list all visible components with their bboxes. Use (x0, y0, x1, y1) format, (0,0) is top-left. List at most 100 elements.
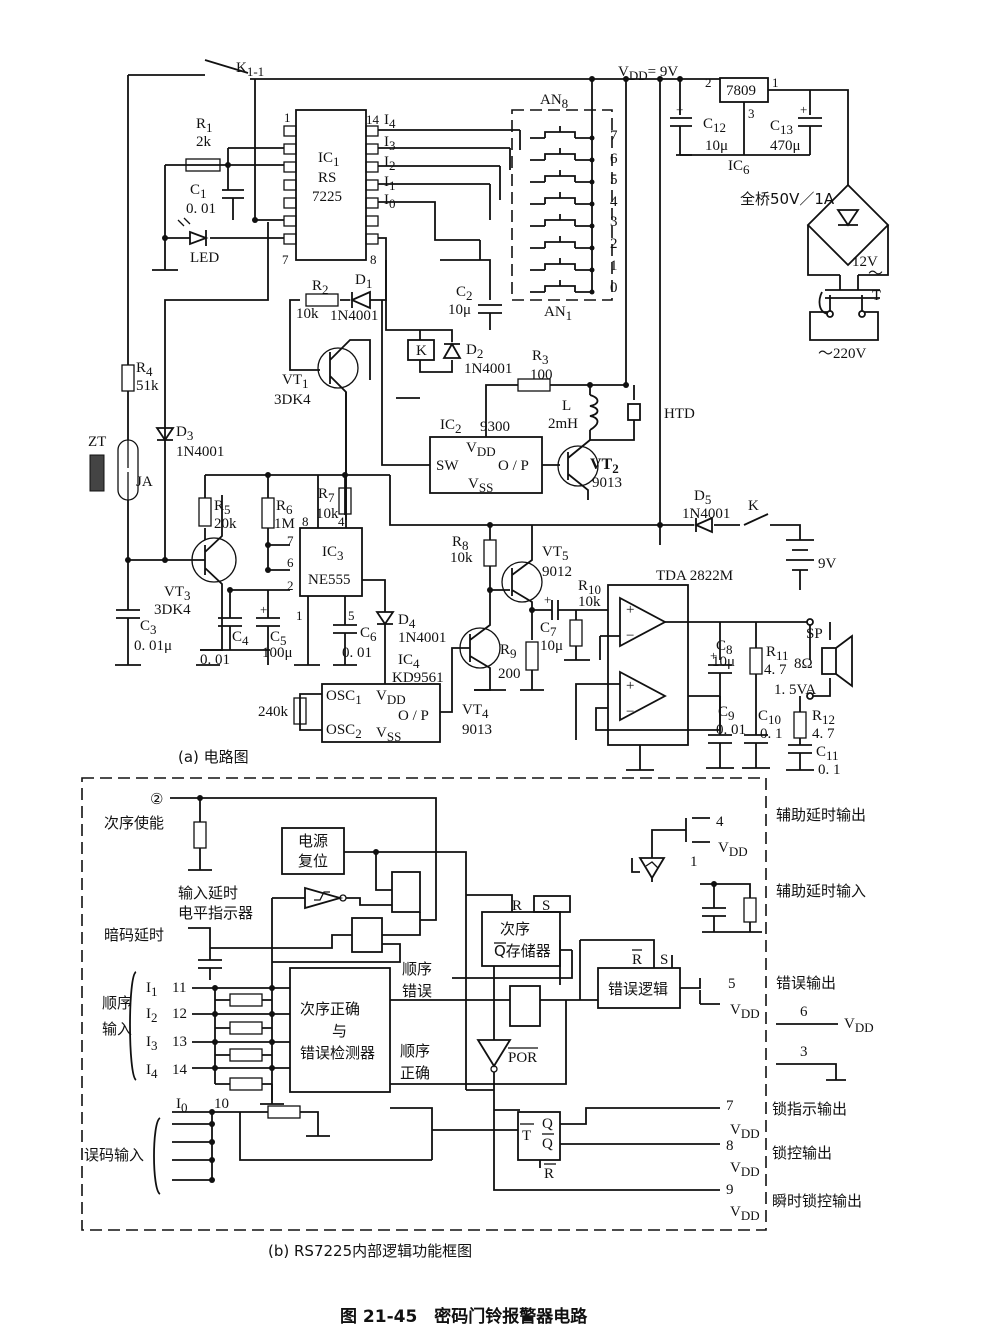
seq-ok-line1: 顺序 (400, 1042, 430, 1060)
ic4-vdd: VDD (376, 688, 406, 707)
aux-out-wires (692, 817, 710, 843)
vdd-5: VDD (730, 1002, 760, 1021)
d5-label: D5 (694, 488, 711, 507)
ic3-output-wires (307, 579, 386, 665)
r6-label: R6 (276, 498, 293, 517)
seq-input-line2: 输入 (102, 1020, 132, 1038)
d1-value: 1N4001 (330, 308, 378, 324)
r4-label: R4 (136, 360, 153, 379)
r7-value: 10k (316, 506, 339, 522)
keypad-dashed-box (511, 109, 613, 301)
ic4-osc1: OSC1 (326, 688, 362, 707)
mem-s-label: S (542, 898, 550, 914)
seq-input-wires (192, 987, 290, 1105)
c3-label: C3 (140, 618, 157, 637)
pin8: 8 (726, 1138, 734, 1154)
lock-indicator-label: 锁指示输出 (772, 1100, 847, 1118)
ac12-label: 12V (852, 254, 878, 270)
detector-line2: 与 (332, 1022, 347, 1040)
detector-output-wires (390, 999, 567, 1160)
c9-c10-c11-wires (708, 696, 812, 770)
c11-label: C11 (816, 744, 839, 763)
pin9: 9 (726, 1182, 734, 1198)
svg-text:+: + (800, 102, 807, 117)
ic2-sw: SW (436, 458, 459, 474)
mem-line1: 次序 (500, 920, 530, 938)
speaker-label: SP (806, 626, 823, 642)
panel-a-caption: (a) 电路图 (178, 748, 249, 766)
error-latch (509, 985, 541, 1027)
battery-9v (786, 539, 814, 590)
seq-error-line2: 错误 (402, 982, 432, 1000)
ic3-value: NE555 (308, 572, 351, 588)
vt4-leads (469, 590, 533, 691)
ff-q-label: Q (542, 1116, 553, 1132)
seq-ok-line2: 正确 (400, 1064, 430, 1082)
por-label: POR (508, 1050, 537, 1066)
vt4-transistor (459, 627, 501, 669)
ic3-pin5: 5 (348, 608, 355, 623)
latch-1 (391, 871, 421, 913)
error-output-label: 错误输出 (776, 974, 836, 992)
ic6-pin2: 2 (705, 75, 712, 90)
d1-diode (349, 290, 371, 310)
vt1-leads (329, 339, 371, 520)
r5-resistor (198, 497, 212, 527)
relay-k (407, 339, 435, 361)
c7-label: C7 (540, 620, 557, 639)
reset-wires (344, 851, 467, 1090)
panel-a-schematic: K1-1 VDD= 9V 7809 2 1 3 IC6 + C12 10μ + … (88, 59, 890, 778)
aux-in-label: 辅助延时输入 (776, 882, 866, 900)
c8-value: 10μ (712, 654, 735, 670)
por-buffer (476, 1039, 512, 1068)
ic1-in-i4: I4 (384, 112, 396, 131)
aux-wires (631, 818, 687, 882)
ic3-pin6: 6 (287, 555, 294, 570)
keypad-key (530, 126, 592, 139)
vt3-label: VT3 (164, 584, 191, 603)
ic1-pin14: 14 (366, 112, 380, 127)
c7-wires (540, 600, 620, 660)
r10-value: 10k (578, 594, 601, 610)
vt3-transistor (191, 537, 237, 583)
in-i2: I2 (146, 1006, 158, 1025)
svg-text:2: 2 (610, 236, 618, 252)
htd-label: HTD (664, 406, 695, 422)
code-delay-label: 暗码延时 (104, 926, 164, 944)
tda-amp-1 (619, 596, 667, 648)
svg-text:1: 1 (610, 258, 618, 274)
c6-value: 0. 01 (342, 645, 372, 661)
wrong-input-wires (172, 1111, 432, 1181)
mem-s-tab (533, 895, 571, 913)
mem-r-label: R (512, 898, 522, 914)
ic4-kd9561 (321, 683, 441, 743)
wrong-input-brace (153, 1117, 161, 1195)
ic1-left-wires (164, 79, 284, 560)
c4-label: C4 (232, 629, 249, 648)
speaker-value: 8Ω (794, 656, 813, 672)
aux-resistor (743, 897, 757, 923)
c13-label: C13 (770, 118, 793, 137)
c11-value: 0. 1 (818, 762, 841, 778)
speaker-power: 1. 5VA (774, 682, 816, 698)
enable-wires (170, 797, 437, 921)
bridge-rectifier (806, 183, 890, 267)
bridge-label: 全桥50V／1A (740, 190, 835, 208)
ic3-pin4: 4 (338, 514, 345, 529)
r3-label: R3 (532, 348, 549, 367)
c5-value: 100μ (262, 645, 293, 661)
r7-label: R7 (318, 486, 335, 505)
zt-magnet (89, 454, 105, 492)
htd-buzzer (627, 403, 641, 421)
sequence-detector-block (289, 967, 391, 1093)
keypad-key (530, 280, 592, 293)
inductor-label: L (562, 398, 571, 414)
keypad-keys (530, 126, 595, 295)
enable-resistor (193, 821, 207, 849)
pin7: 7 (726, 1098, 734, 1114)
r8-value: 10k (450, 550, 473, 566)
in-i3: I3 (146, 1034, 158, 1053)
ic1-pin7: 7 (282, 252, 289, 267)
r9-label: R9 (500, 642, 517, 661)
ff-wires (432, 1107, 700, 1168)
